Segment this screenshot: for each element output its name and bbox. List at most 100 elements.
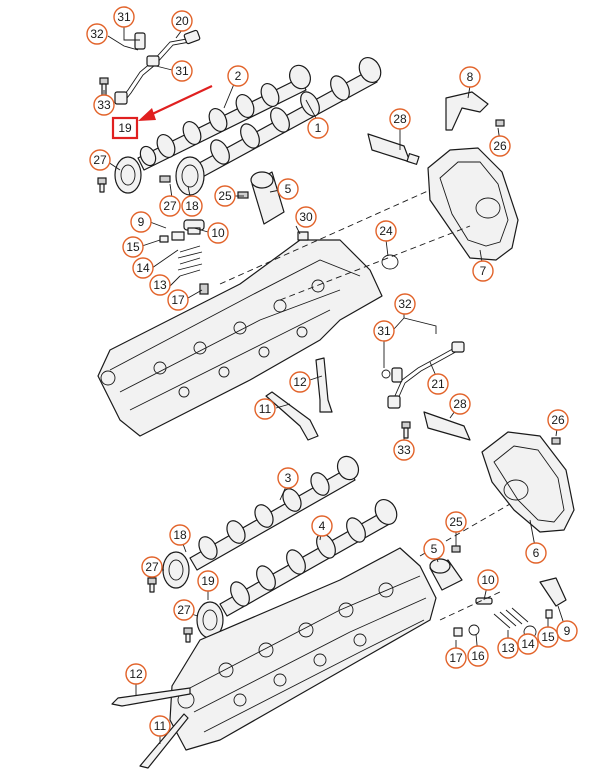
callout-c31b[interactable]: 31 [171,60,193,82]
callout-c27b[interactable]: 27 [159,195,181,217]
callout-c9b[interactable]: 9 [556,620,578,642]
callout-c27a[interactable]: 27 [89,149,111,171]
callout-c31c[interactable]: 31 [373,320,395,342]
callout-ring[interactable] [159,195,181,217]
callout-c11b[interactable]: 11 [149,715,171,737]
callout-ring[interactable] [497,637,519,659]
callout-ring[interactable] [86,23,108,45]
callout-ring[interactable] [389,108,411,130]
callout-ring[interactable] [525,542,547,564]
callout-ring[interactable] [93,94,115,116]
callout-c8[interactable]: 8 [459,66,481,88]
callout-ring[interactable] [254,398,276,420]
callout-c16[interactable]: 16 [467,645,489,667]
callout-ring[interactable] [445,647,467,669]
highlight-box[interactable] [111,116,139,140]
callout-c33b[interactable]: 33 [393,439,415,461]
callout-c12b[interactable]: 12 [125,663,147,685]
callout-c26a[interactable]: 26 [489,135,511,157]
callout-ring[interactable] [459,66,481,88]
callout-ring[interactable] [477,569,499,591]
callout-ring[interactable] [289,371,311,393]
callout-c32a[interactable]: 32 [86,23,108,45]
callout-ring[interactable] [171,60,193,82]
callout-c19b[interactable]: 19 [197,570,219,592]
callout-ring[interactable] [197,570,219,592]
callout-ring[interactable] [181,195,203,217]
callout-c6[interactable]: 6 [525,542,547,564]
callout-ring[interactable] [167,289,189,311]
callout-c2[interactable]: 2 [227,65,249,87]
callout-c5a[interactable]: 5 [277,178,299,200]
callout-ring[interactable] [311,515,333,537]
callout-c13b[interactable]: 13 [497,637,519,659]
callout-ring[interactable] [132,257,154,279]
callout-c12a[interactable]: 12 [289,371,311,393]
callout-c18a[interactable]: 18 [181,195,203,217]
callout-c15a[interactable]: 15 [122,236,144,258]
callout-ring[interactable] [556,620,578,642]
callout-c20[interactable]: 20 [171,10,193,32]
callout-ring[interactable] [472,260,494,282]
callout-c33a[interactable]: 33 [93,94,115,116]
callout-c10a[interactable]: 10 [207,222,229,244]
callout-ring[interactable] [149,274,171,296]
callout-c3[interactable]: 3 [277,467,299,489]
callout-c11a[interactable]: 11 [254,398,276,420]
callout-c25a[interactable]: 25 [214,185,236,207]
callout-ring[interactable] [277,178,299,200]
callout-c27c[interactable]: 27 [141,556,163,578]
callout-c30[interactable]: 30 [295,206,317,228]
callout-c18b[interactable]: 18 [169,524,191,546]
callout-c28a[interactable]: 28 [389,108,411,130]
callout-c28b[interactable]: 28 [449,393,471,415]
callout-c1[interactable]: 1 [307,117,329,139]
callout-ring[interactable] [547,409,569,431]
callout-ring[interactable] [449,393,471,415]
highlighted-part-19[interactable]: 19 [111,116,139,140]
callout-c31a[interactable]: 31 [113,6,135,28]
callout-ring[interactable] [489,135,511,157]
callout-ring[interactable] [214,185,236,207]
callout-c4[interactable]: 4 [311,515,333,537]
callout-ring[interactable] [141,556,163,578]
callout-c26b[interactable]: 26 [547,409,569,431]
callout-c25b[interactable]: 25 [445,511,467,533]
callout-ring[interactable] [394,293,416,315]
callout-c13a[interactable]: 13 [149,274,171,296]
callout-ring[interactable] [423,538,445,560]
callout-ring[interactable] [89,149,111,171]
callout-ring[interactable] [113,6,135,28]
callout-c9a[interactable]: 9 [130,211,152,233]
callout-ring[interactable] [517,633,539,655]
callout-c24[interactable]: 24 [375,220,397,242]
callout-c32b[interactable]: 32 [394,293,416,315]
callout-ring[interactable] [375,220,397,242]
callout-ring[interactable] [307,117,329,139]
callout-ring[interactable] [537,626,559,648]
callout-ring[interactable] [171,10,193,32]
callout-c21[interactable]: 21 [427,373,449,395]
callout-ring[interactable] [373,320,395,342]
callout-c15b[interactable]: 15 [537,626,559,648]
callout-ring[interactable] [295,206,317,228]
callout-c17b[interactable]: 17 [445,647,467,669]
callout-c17a[interactable]: 17 [167,289,189,311]
callout-ring[interactable] [125,663,147,685]
callout-ring[interactable] [149,715,171,737]
callout-ring[interactable] [122,236,144,258]
callout-ring[interactable] [227,65,249,87]
callout-ring[interactable] [130,211,152,233]
callout-c7[interactable]: 7 [472,260,494,282]
callout-c10b[interactable]: 10 [477,569,499,591]
callout-c5b[interactable]: 5 [423,538,445,560]
callout-ring[interactable] [173,599,195,621]
callout-ring[interactable] [277,467,299,489]
callout-c14b[interactable]: 14 [517,633,539,655]
callout-c27d[interactable]: 27 [173,599,195,621]
callout-ring[interactable] [393,439,415,461]
callout-ring[interactable] [467,645,489,667]
callout-ring[interactable] [207,222,229,244]
callout-c14a[interactable]: 14 [132,257,154,279]
callout-ring[interactable] [427,373,449,395]
